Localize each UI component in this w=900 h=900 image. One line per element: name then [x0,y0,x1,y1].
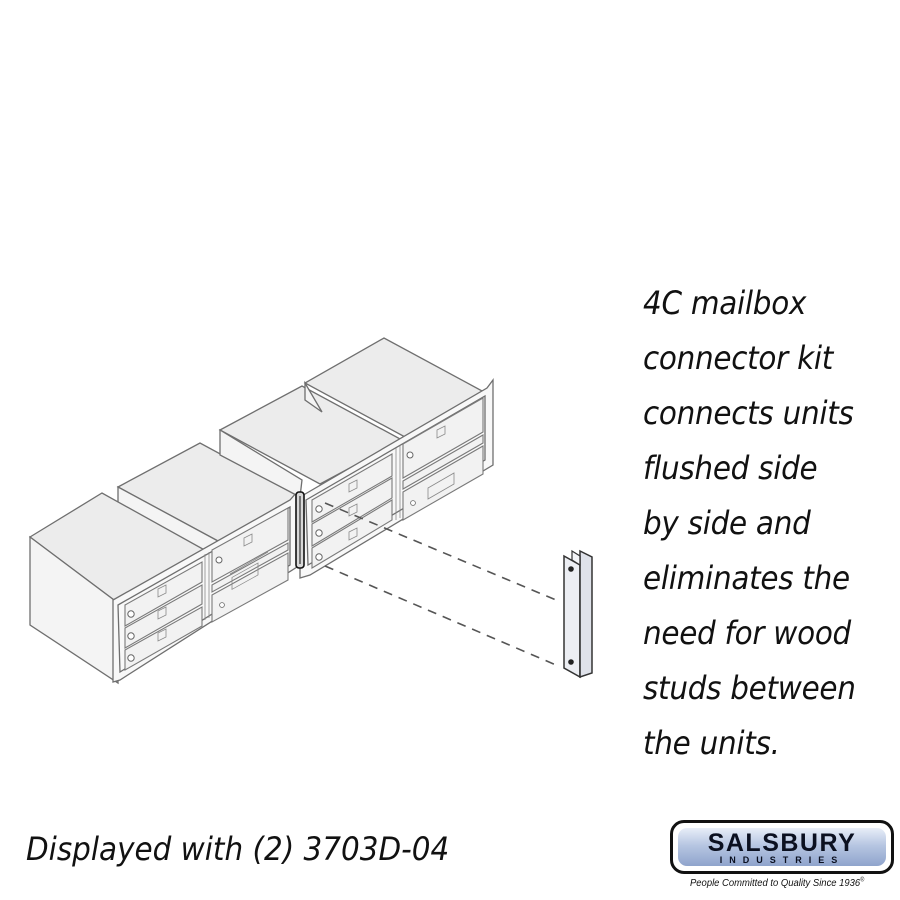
salsbury-logo: SALSBURY INDUSTRIES People Committed to … [670,820,898,895]
logo-subtitle: INDUSTRIES [719,855,845,865]
mailbox-unit-left [28,442,302,685]
description-line: 4C mailbox [643,284,807,322]
display-caption: Displayed with (2) 3703D-04 [26,830,450,868]
description-line: connector kit [643,339,834,377]
logo-badge: SALSBURY INDUSTRIES [670,820,894,874]
logo-inner-panel: SALSBURY INDUSTRIES [678,828,886,866]
description-line: connects units [643,394,854,432]
registered-mark: ® [860,877,865,884]
description-line: need for wood [643,614,851,652]
description-line: by side and [643,504,811,542]
logo-name: SALSBURY [707,829,857,857]
description-line: flushed side [643,449,818,487]
connector-installed [295,491,305,569]
tagline-text: People Committed to Quality Since 1936 [690,877,861,889]
description-line: eliminates the [643,559,850,597]
dashed-alignment-lines [324,502,557,666]
description-line: the units. [643,724,780,762]
connector-bracket [563,549,593,679]
mailbox-unit-right [218,337,494,579]
description-line: studs between [643,669,856,707]
logo-tagline: People Committed to Quality Since 1936® [690,877,864,889]
product-description: 4C mailbox connector kit connects units … [643,276,882,771]
